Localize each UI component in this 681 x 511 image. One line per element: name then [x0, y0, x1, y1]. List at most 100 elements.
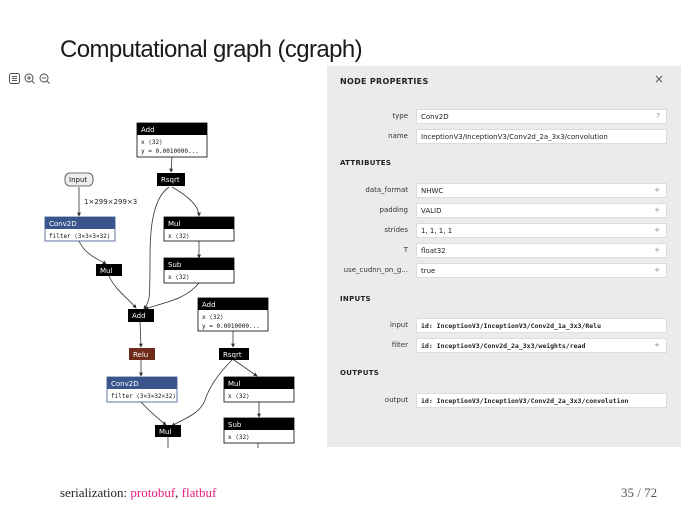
- node-mul-2[interactable]: Mul: [155, 425, 181, 437]
- node-add-2[interactable]: Add: [128, 309, 154, 322]
- node-label: Input: [69, 176, 87, 184]
- node-attr: x ⟨32⟩: [202, 314, 224, 321]
- prop-value-box[interactable]: VALID +: [416, 203, 667, 218]
- attr-strides: strides 1, 1, 1, 1 +: [327, 223, 681, 239]
- prop-value-box[interactable]: InceptionV3/InceptionV3/Conv2d_2a_3x3/co…: [416, 129, 667, 144]
- expand-icon[interactable]: +: [654, 341, 660, 349]
- prop-value: 1, 1, 1, 1: [421, 227, 453, 235]
- help-icon[interactable]: ?: [656, 112, 660, 120]
- node-label: Mul: [228, 380, 240, 388]
- prop-value-box[interactable]: id: InceptionV3/Conv2d_2a_3x3/weights/re…: [416, 338, 667, 353]
- attr-use-cudnn: use_cudnn_on_g... true +: [327, 263, 681, 279]
- prop-value: VALID: [421, 207, 442, 215]
- node-attr: x ⟨32⟩: [168, 274, 190, 281]
- prop-label: use_cudnn_on_g...: [343, 266, 408, 274]
- prop-type: type Conv2D ?: [327, 109, 681, 125]
- node-add-1[interactable]: Add x ⟨32⟩ y = 0.0010000...: [136, 122, 208, 158]
- graph-toolbar: [9, 73, 50, 84]
- prop-value-box[interactable]: id: InceptionV3/InceptionV3/Conv2d_1a_3x…: [416, 318, 667, 333]
- node-conv2d-2[interactable]: Conv2D filter ⟨3×3×32×32⟩: [106, 376, 178, 403]
- node-rsqrt-2[interactable]: Rsqrt: [219, 348, 249, 360]
- node-attr: x ⟨32⟩: [168, 233, 190, 240]
- node-mul-1[interactable]: Mul: [96, 264, 122, 276]
- page-number: 35 / 72: [621, 485, 658, 500]
- prop-value: float32: [421, 247, 446, 255]
- attributes-heading: ATTRIBUTES: [340, 159, 392, 167]
- prop-value: NHWC: [421, 187, 444, 195]
- prop-label: strides: [384, 226, 408, 234]
- panel-title: NODE PROPERTIES: [340, 77, 429, 86]
- node-add-3[interactable]: Add x ⟨32⟩ y = 0.0010000...: [197, 297, 269, 332]
- node-mul-b[interactable]: Mul x ⟨32⟩: [223, 376, 295, 403]
- node-input[interactable]: Input: [64, 172, 94, 187]
- node-label: Conv2D: [111, 380, 139, 388]
- prop-label: name: [388, 132, 408, 140]
- node-conv2d-1[interactable]: Conv2D filter ⟨3×3×3×32⟩: [44, 216, 116, 242]
- node-attr: x ⟨32⟩: [228, 434, 250, 441]
- expand-icon[interactable]: +: [654, 186, 660, 194]
- link-flatbuf[interactable]: flatbuf: [181, 485, 217, 500]
- close-icon[interactable]: ×: [654, 72, 665, 86]
- expand-icon[interactable]: +: [654, 246, 660, 254]
- node-properties-panel: NODE PROPERTIES × type Conv2D ? name Inc…: [327, 66, 681, 447]
- node-sub-1[interactable]: Sub x ⟨32⟩: [163, 257, 235, 284]
- attr-padding: padding VALID +: [327, 203, 681, 219]
- prop-label: input: [389, 321, 408, 329]
- graph-edges: [77, 156, 261, 448]
- attr-t: T float32 +: [327, 243, 681, 259]
- zoom-in-icon[interactable]: [24, 73, 35, 84]
- prop-label: padding: [379, 206, 408, 214]
- node-label: Mul: [168, 220, 180, 228]
- node-label: Rsqrt: [223, 351, 242, 359]
- node-label: Rsqrt: [161, 176, 180, 184]
- link-protobuf[interactable]: protobuf: [130, 485, 176, 500]
- prop-value-box[interactable]: NHWC +: [416, 183, 667, 198]
- node-attr: x ⟨32⟩: [228, 393, 250, 400]
- footer-prefix: serialization:: [60, 485, 131, 500]
- slide-footer: serialization: protobuf, flatbuf: [60, 485, 216, 501]
- prop-value: id: InceptionV3/Conv2d_2a_3x3/weights/re…: [421, 342, 586, 350]
- node-label: Add: [132, 312, 146, 320]
- edge-shape-label: 1×299×299×3: [84, 198, 137, 206]
- outputs-heading: OUTPUTS: [340, 369, 380, 377]
- node-label: Conv2D: [49, 220, 77, 228]
- expand-icon[interactable]: +: [654, 206, 660, 214]
- node-attr: y = 0.0010000...: [202, 323, 260, 330]
- node-label: Mul: [100, 267, 112, 275]
- node-attr: x ⟨32⟩: [141, 139, 163, 146]
- prop-label: filter: [391, 341, 408, 349]
- prop-value: id: InceptionV3/InceptionV3/Conv2d_1a_3x…: [421, 322, 602, 330]
- prop-value: Conv2D: [421, 113, 449, 121]
- node-rsqrt-1[interactable]: Rsqrt: [157, 173, 185, 186]
- prop-value: true: [421, 267, 436, 275]
- input-filter: filter id: InceptionV3/Conv2d_2a_3x3/wei…: [327, 338, 681, 354]
- prop-value-box[interactable]: float32 +: [416, 243, 667, 258]
- node-sub-2[interactable]: Sub x ⟨32⟩: [223, 417, 295, 444]
- menu-icon[interactable]: [9, 73, 20, 84]
- slide-title: Computational graph (cgraph): [60, 36, 363, 63]
- node-label: Sub: [228, 421, 242, 429]
- prop-value: InceptionV3/InceptionV3/Conv2d_2a_3x3/co…: [421, 133, 608, 141]
- prop-value-box[interactable]: true +: [416, 263, 667, 278]
- node-attr: y = 0.0010000...: [141, 148, 199, 155]
- prop-value-box[interactable]: id: InceptionV3/InceptionV3/Conv2d_2a_3x…: [416, 393, 667, 408]
- node-mul-a[interactable]: Mul x ⟨32⟩: [163, 216, 235, 242]
- attr-data-format: data_format NHWC +: [327, 183, 681, 199]
- prop-value-box[interactable]: 1, 1, 1, 1 +: [416, 223, 667, 238]
- prop-value-box[interactable]: Conv2D ?: [416, 109, 667, 124]
- node-label: Add: [202, 301, 216, 309]
- expand-icon[interactable]: +: [654, 266, 660, 274]
- prop-value: id: InceptionV3/InceptionV3/Conv2d_2a_3x…: [421, 397, 629, 405]
- prop-label: data_format: [365, 186, 408, 194]
- prop-name: name InceptionV3/InceptionV3/Conv2d_2a_3…: [327, 129, 681, 145]
- zoom-out-icon[interactable]: [39, 73, 50, 84]
- expand-icon[interactable]: +: [654, 226, 660, 234]
- node-label: Relu: [133, 351, 148, 359]
- footer-separator: ,: [175, 485, 182, 500]
- output-output: output id: InceptionV3/InceptionV3/Conv2…: [327, 393, 681, 409]
- prop-label: output: [384, 396, 408, 404]
- graph-canvas[interactable]: 1×299×299×3 Add x ⟨32⟩ y = 0.0010000... …: [0, 88, 326, 458]
- node-label: Add: [141, 126, 155, 134]
- node-label: Sub: [168, 261, 182, 269]
- node-relu[interactable]: Relu: [129, 348, 155, 360]
